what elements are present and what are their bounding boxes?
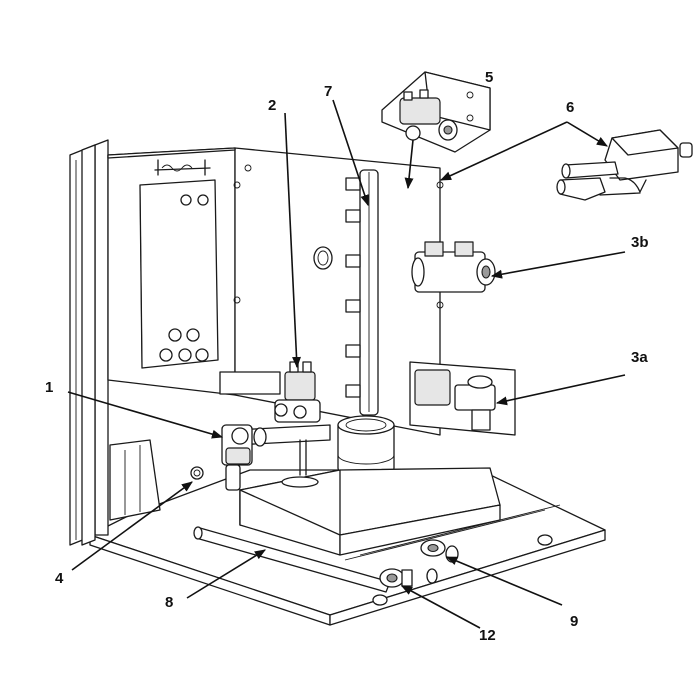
cabinet — [107, 147, 444, 436]
leader-3a — [495, 374, 626, 406]
callout-1: 1 — [45, 379, 53, 396]
left-frame — [69, 139, 161, 546]
fitting-4 — [190, 466, 204, 480]
fitting-12 — [379, 568, 438, 588]
leader-7 — [332, 99, 370, 207]
valve-3b — [411, 241, 496, 293]
valve-3a-on-panel — [409, 361, 516, 436]
valve-5-detail — [381, 71, 491, 153]
callout-7: 7 — [324, 83, 332, 100]
callout-3b: 3b — [631, 234, 649, 251]
valve-1 — [221, 424, 331, 491]
leader-12 — [401, 585, 481, 629]
callout-5: 5 — [485, 69, 493, 86]
callout-12: 12 — [479, 627, 496, 644]
leader-3b — [490, 251, 626, 279]
leader-2 — [284, 112, 301, 369]
leader-5 — [404, 139, 414, 190]
valve-6-detail — [556, 129, 693, 201]
callout-6: 6 — [566, 99, 574, 116]
leader-4 — [71, 481, 193, 571]
callout-9: 9 — [570, 613, 578, 630]
callout-4: 4 — [55, 570, 64, 587]
pipe-8 — [193, 526, 391, 593]
callout-labels: 1 2 3a 3b 4 5 6 7 8 9 12 — [45, 69, 649, 644]
vertical-tube-assembly — [345, 169, 379, 416]
leader-8 — [186, 549, 266, 599]
leader-lines — [67, 99, 626, 629]
callout-8: 8 — [165, 594, 173, 611]
reservoir — [239, 467, 501, 556]
leader-9 — [445, 556, 563, 606]
cylinder-unit — [337, 415, 395, 478]
leader-6b — [566, 121, 608, 147]
callout-3a: 3a — [631, 349, 648, 366]
leader-1 — [67, 391, 224, 439]
leader-6a — [439, 121, 568, 181]
valve-2 — [219, 361, 321, 423]
callout-2: 2 — [268, 97, 276, 114]
